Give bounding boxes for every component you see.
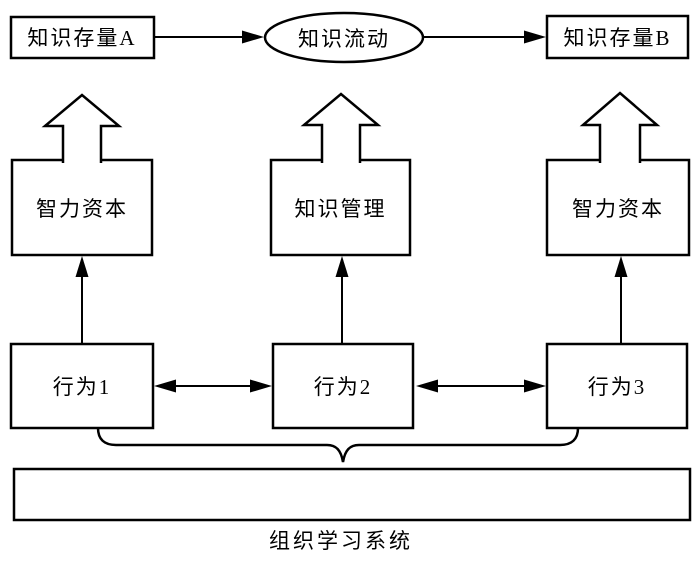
arrowhead-b1-to-b2-icon bbox=[250, 379, 272, 393]
knowledge-management-label: 知识管理 bbox=[294, 196, 387, 221]
knowledge-stock-a-label: 知识存量A bbox=[27, 26, 137, 50]
block-arrow-up-center-icon bbox=[300, 92, 382, 163]
block-arrow-up-right-icon bbox=[579, 91, 661, 163]
arrowhead-b2-up-icon bbox=[335, 256, 349, 277]
arrowhead-b2-to-b1-icon bbox=[154, 379, 176, 393]
knowledge-management-box bbox=[269, 158, 412, 257]
arrowhead-b3-to-b2-icon bbox=[416, 379, 438, 393]
intellectual-capital-right-label: 智力资本 bbox=[572, 196, 664, 221]
behavior-1-label: 行为1 bbox=[52, 375, 112, 399]
block-arrow-up-left-icon bbox=[41, 93, 123, 163]
knowledge-flow-ellipse bbox=[263, 11, 425, 64]
arrowhead-b3-up-icon bbox=[614, 256, 628, 277]
knowledge-stock-b-box bbox=[545, 14, 690, 60]
arrowhead-b1-up-icon bbox=[75, 256, 89, 277]
behavior-1-box bbox=[9, 342, 155, 430]
behavior-3-label: 行为3 bbox=[587, 375, 647, 399]
knowledge-stock-a-box bbox=[9, 15, 156, 60]
intellectual-capital-left-label: 智力资本 bbox=[36, 196, 128, 221]
organizational-learning-system-box bbox=[12, 467, 692, 522]
knowledge-flow-label: 知识流动 bbox=[298, 26, 390, 51]
arrowhead-a-to-flow-icon bbox=[242, 30, 264, 44]
behavior-2-box bbox=[271, 342, 415, 430]
organizational-learning-system-label: 组织学习系统 bbox=[269, 529, 413, 553]
knowledge-stock-b-label: 知识存量B bbox=[563, 25, 672, 50]
behavior-3-box bbox=[545, 342, 689, 430]
intellectual-capital-right-box bbox=[545, 158, 691, 257]
arrowhead-b2-to-b3-icon bbox=[524, 379, 546, 393]
behavior-2-label: 行为2 bbox=[313, 375, 373, 399]
gathering-brace bbox=[96, 427, 580, 463]
arrowhead-flow-to-b-icon bbox=[524, 30, 546, 44]
